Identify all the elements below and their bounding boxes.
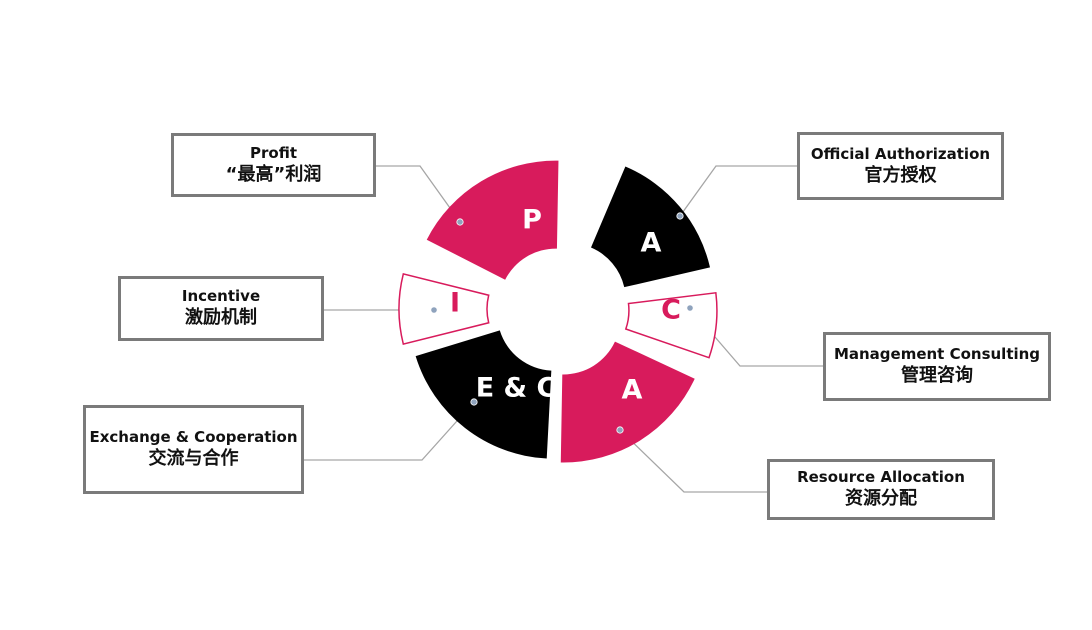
allocation-segment (560, 341, 695, 463)
authorization-segment-letter: A (641, 228, 662, 259)
consulting-label-en: Management Consulting (833, 345, 1041, 364)
allocation-connector-line (619, 429, 767, 493)
consulting-label-zh: 管理咨询 (901, 365, 973, 387)
consulting-connector-dot (686, 304, 694, 312)
exchange-connector-dot (470, 398, 478, 406)
allocation-label-zh: 资源分配 (845, 488, 917, 510)
consulting-label-box: Management Consulting 管理咨询 (823, 332, 1051, 401)
profit-segment (426, 160, 559, 280)
exchange-connector-line (304, 401, 475, 461)
exchange-segment (415, 330, 552, 459)
profit-label-zh: “最高”利润 (225, 163, 322, 185)
profit-connector-dot (456, 218, 464, 226)
incentive-segment (398, 273, 490, 345)
allocation-label-en: Resource Allocation (797, 468, 965, 487)
authorization-connector-line (679, 165, 797, 217)
allocation-connector-dot (616, 426, 624, 434)
consulting-segment-letter: C (661, 295, 681, 326)
exchange-segment-letter: E & C (476, 373, 557, 404)
authorization-connector-dot (676, 212, 684, 220)
exchange-label-en: Exchange & Cooperation (89, 428, 298, 447)
allocation-segment-letter: A (622, 375, 643, 406)
incentive-segment-letter: I (450, 288, 460, 319)
consulting-segment (624, 291, 718, 359)
profit-connector-line (376, 165, 461, 223)
authorization-label-zh: 官方授权 (864, 164, 937, 186)
profit-segment-letter: P (522, 205, 542, 236)
profit-label-box: Profit “最高”利润 (171, 133, 376, 197)
incentive-connector-dot (430, 306, 438, 314)
allocation-label-box: Resource Allocation 资源分配 (767, 459, 995, 520)
authorization-segment (590, 166, 711, 288)
authorization-label-en: Official Authorization (810, 144, 991, 163)
profit-label-en: Profit (250, 143, 297, 162)
authorization-label-box: Official Authorization 官方授权 (797, 132, 1004, 200)
incentive-label-box: Incentive 激励机制 (118, 276, 324, 341)
incentive-label-zh: 激励机制 (185, 307, 257, 329)
exchange-label-zh: 交流与合作 (148, 448, 239, 470)
exchange-label-box: Exchange & Cooperation 交流与合作 (83, 405, 304, 494)
incentive-label-en: Incentive (181, 287, 261, 306)
